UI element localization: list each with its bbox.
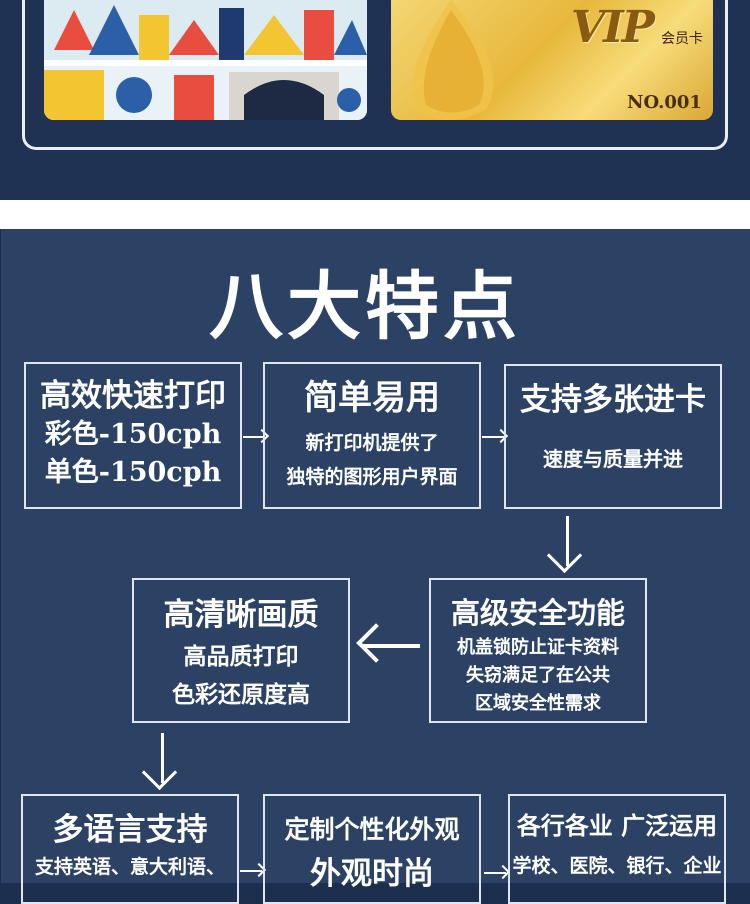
feature-heading: 定制个性化外观 — [284, 815, 460, 844]
feature-heading: 高清晰画质 — [163, 597, 319, 633]
feature-box-multi-language: 多语言支持 支持英语、意大利语、 — [21, 794, 239, 904]
vip-subtitle: 会员卡 — [661, 31, 703, 47]
feature-box-security: 高级安全功能 机盖锁防止证卡资料 失窃满足了在公共 区域安全性需求 — [429, 578, 647, 723]
vip-number: NO.001 — [627, 92, 702, 113]
feature-line: 高品质打印 — [183, 643, 299, 670]
section-title: 八大特点 — [209, 264, 521, 350]
illustrated-card-image — [44, 0, 367, 120]
feature-line: 区域安全性需求 — [475, 693, 601, 714]
city-illustration — [44, 0, 367, 120]
feature-heading: 多语言支持 — [52, 812, 208, 848]
feature-line: 学校、医院、银行、企业 — [512, 855, 722, 877]
feature-box-custom-look: 定制个性化外观 外观时尚 — [263, 794, 481, 904]
feature-line: 彩色-150cph — [44, 419, 222, 450]
vip-card-image: VIP 会员卡 NO.001 — [391, 0, 713, 120]
arrow-down-icon — [566, 516, 569, 566]
feature-heading: 简单易用 — [304, 378, 440, 418]
arrow-right-icon — [484, 872, 506, 874]
arrow-left-icon — [362, 644, 420, 648]
feature-line: 机盖锁防止证卡资料 — [457, 637, 619, 658]
feature-heading: 支持多张进卡 — [520, 382, 706, 418]
feature-box-fast-printing: 高效快速打印 彩色-150cph 单色-150cph — [24, 362, 242, 509]
feature-line: 单色-150cph — [44, 457, 222, 488]
feature-heading: 高效快速打印 — [40, 378, 226, 414]
feature-line: 速度与质量并进 — [543, 447, 683, 471]
feature-heading: 各行各业 广泛运用 — [516, 811, 718, 840]
feature-box-hd-quality: 高清晰画质 高品质打印 色彩还原度高 — [132, 578, 350, 723]
arrow-right-icon — [482, 436, 504, 438]
features-section — [1, 229, 750, 883]
arrow-right-icon — [243, 436, 265, 438]
feature-line: 新打印机提供了 — [305, 432, 439, 454]
section-divider — [0, 200, 750, 229]
arrow-down-icon — [161, 733, 164, 783]
feature-line: 色彩还原度高 — [172, 681, 310, 708]
vip-brand: VIP — [571, 2, 655, 53]
gold-drop-decoration — [412, 0, 494, 120]
card-frame — [22, 0, 728, 150]
feature-heading: 高级安全功能 — [450, 596, 625, 630]
feature-line: 外观时尚 — [310, 856, 434, 892]
feature-line: 失窃满足了在公共 — [466, 665, 610, 686]
feature-line: 支持英语、意大利语、 — [34, 856, 225, 878]
arrow-right-icon — [240, 870, 262, 872]
feature-box-easy-to-use: 简单易用 新打印机提供了 独特的图形用户界面 — [263, 362, 481, 509]
feature-box-industries: 各行各业 广泛运用 学校、医院、银行、企业 — [508, 794, 726, 904]
feature-box-multi-card: 支持多张进卡 速度与质量并进 — [504, 364, 722, 509]
feature-line: 独特的图形用户界面 — [286, 466, 458, 488]
